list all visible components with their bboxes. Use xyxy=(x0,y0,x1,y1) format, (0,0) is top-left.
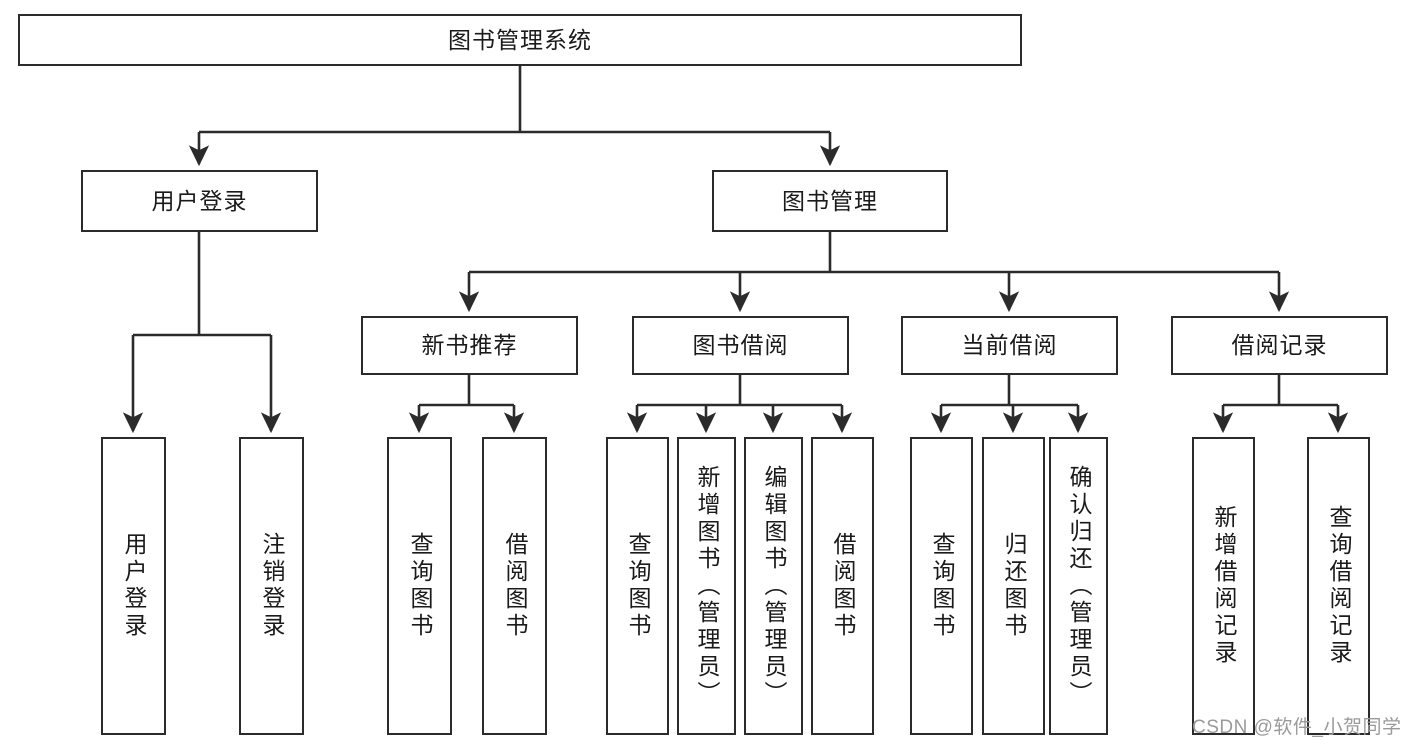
node-leaf-query-book-cur-label: 查询图书 xyxy=(929,532,955,640)
node-leaf-query-book-borrow-label: 查询图书 xyxy=(625,532,651,640)
node-leaf-borrow-book-rec-label: 借阅图书 xyxy=(502,532,528,640)
node-book-manage-label: 图书管理 xyxy=(782,187,878,214)
node-root[interactable]: 图书管理系统 xyxy=(18,14,1022,66)
node-new-book-recommend[interactable]: 新书推荐 xyxy=(361,316,578,375)
node-leaf-confirm-return[interactable]: 确认归还（管理员） xyxy=(1049,437,1108,735)
node-leaf-user-logout-label: 注销登录 xyxy=(259,532,285,640)
node-leaf-query-book-cur[interactable]: 查询图书 xyxy=(910,437,973,735)
node-leaf-user-login[interactable]: 用户登录 xyxy=(101,437,166,735)
node-leaf-query-record-label: 查询借阅记录 xyxy=(1326,505,1352,667)
node-leaf-add-record-label: 新增借阅记录 xyxy=(1211,505,1237,667)
node-leaf-add-book-label: 新增图书（管理员） xyxy=(694,464,720,708)
node-root-label: 图书管理系统 xyxy=(448,26,592,53)
csdn-watermark: CSDN @软件_小贺同学 xyxy=(1192,717,1402,738)
node-leaf-borrow-book-label: 借阅图书 xyxy=(830,532,856,640)
node-current-borrow[interactable]: 当前借阅 xyxy=(901,316,1118,375)
node-leaf-return-book[interactable]: 归还图书 xyxy=(982,437,1045,735)
node-leaf-borrow-book[interactable]: 借阅图书 xyxy=(811,437,874,735)
node-borrow-record[interactable]: 借阅记录 xyxy=(1171,316,1388,375)
node-current-borrow-label: 当前借阅 xyxy=(961,332,1058,359)
node-new-book-recommend-label: 新书推荐 xyxy=(421,332,518,359)
node-user-login-label: 用户登录 xyxy=(151,187,248,214)
node-leaf-user-login-label: 用户登录 xyxy=(121,532,147,640)
node-leaf-confirm-return-label: 确认归还（管理员） xyxy=(1066,464,1092,708)
node-leaf-edit-book-label: 编辑图书（管理员） xyxy=(761,464,787,708)
node-borrow-record-label: 借阅记录 xyxy=(1231,332,1328,359)
node-leaf-add-record[interactable]: 新增借阅记录 xyxy=(1192,437,1255,735)
node-leaf-edit-book[interactable]: 编辑图书（管理员） xyxy=(744,437,803,735)
node-book-borrow[interactable]: 图书借阅 xyxy=(632,316,849,375)
node-leaf-query-book-rec-label: 查询图书 xyxy=(407,532,433,640)
node-leaf-query-record[interactable]: 查询借阅记录 xyxy=(1307,437,1370,735)
node-leaf-add-book[interactable]: 新增图书（管理员） xyxy=(677,437,736,735)
node-leaf-borrow-book-rec[interactable]: 借阅图书 xyxy=(482,437,547,735)
node-leaf-query-book-rec[interactable]: 查询图书 xyxy=(387,437,452,735)
node-book-borrow-label: 图书借阅 xyxy=(692,332,789,359)
node-leaf-user-logout[interactable]: 注销登录 xyxy=(239,437,304,735)
node-book-manage[interactable]: 图书管理 xyxy=(712,170,948,232)
node-user-login[interactable]: 用户登录 xyxy=(81,170,318,232)
node-leaf-return-book-label: 归还图书 xyxy=(1001,532,1027,640)
node-leaf-query-book-borrow[interactable]: 查询图书 xyxy=(606,437,669,735)
